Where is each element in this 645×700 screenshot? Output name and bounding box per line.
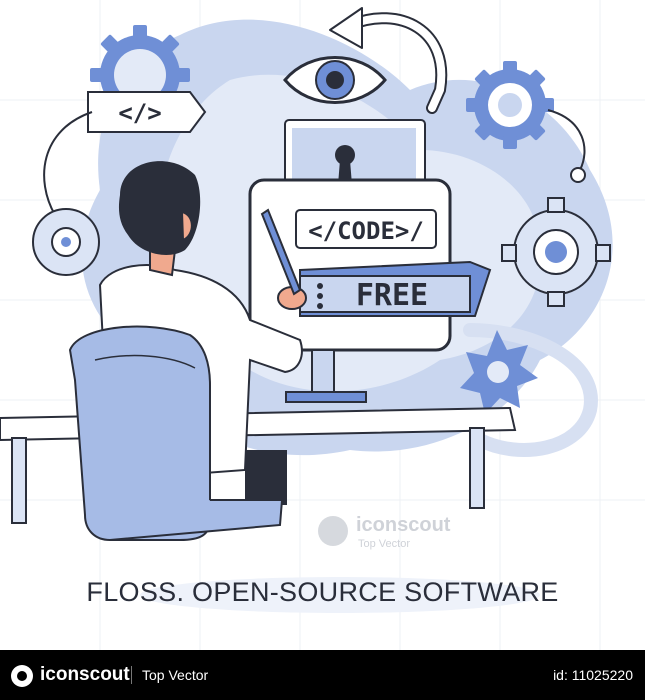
watermark-brand: iconscout	[356, 514, 451, 536]
monitor: </CODE>/ FREE	[248, 178, 492, 403]
connector-line	[43, 111, 93, 216]
disc-icon	[32, 208, 100, 276]
watermark-logo-icon	[318, 516, 348, 546]
code-tag-icon: </>	[87, 91, 207, 133]
code-label-text: </CODE>/	[308, 217, 424, 245]
illustration-caption: FLOSS. OPEN-SOURCE SOFTWARE	[86, 577, 559, 607]
connector-node	[570, 167, 586, 183]
gear-icon-small	[460, 330, 538, 414]
eye-icon	[283, 56, 387, 104]
footer-brand[interactable]: iconscout	[40, 664, 130, 685]
gear-icon-top-right	[466, 61, 554, 149]
code-tag-text: </>	[118, 99, 161, 127]
gear-icon-middle-right	[501, 197, 611, 307]
footer-divider	[131, 666, 132, 684]
asset-id: id: 11025220	[553, 667, 633, 683]
footer-bar: iconscout Top Vector id: 11025220	[0, 650, 645, 700]
iconscout-logo-icon[interactable]	[11, 665, 33, 687]
footer-tagline: Top Vector	[142, 667, 209, 683]
office-chair	[68, 325, 284, 541]
watermark-tagline: Top Vector	[358, 538, 410, 550]
free-label-text: FREE	[356, 278, 428, 313]
curved-arrow-icon	[329, 7, 448, 114]
floss-illustration: </>	[0, 0, 645, 650]
connector-line-right	[547, 109, 586, 171]
